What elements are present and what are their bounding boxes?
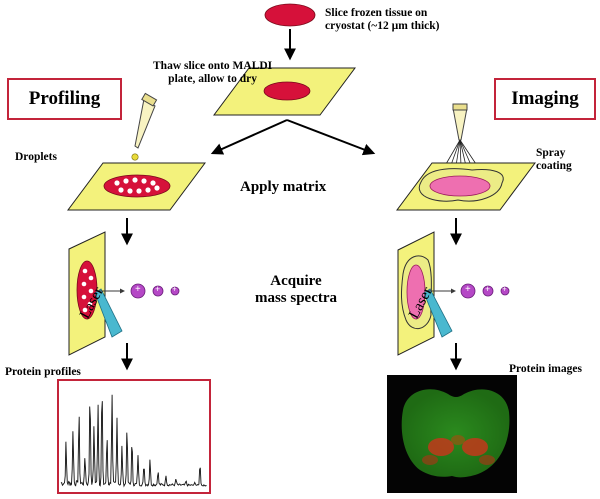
ion-plus-p2: + [155,284,161,294]
protein-profile-frame [57,379,211,494]
tissue-with-droplets [103,174,171,198]
ions-imaging [460,283,510,299]
imaging-title-box: Imaging [494,78,596,120]
ion-plus-i2: + [485,284,491,294]
profiling-title: Profiling [28,88,101,109]
thawed-tissue-on-plate [263,81,311,101]
mass-spectrum-trace [60,394,207,488]
apply-matrix-label: Apply matrix [240,179,327,195]
protein-profiles-label: Protein profiles [5,366,81,378]
ion-plus-p1: + [135,284,141,295]
pipette-icon [131,92,158,161]
arrow-to-profiling [210,119,288,155]
ion-plus-i1: + [465,284,471,295]
laser-beam-imaging [423,288,453,338]
protein-image-tissue [401,389,510,478]
ions-profiling [130,283,180,299]
droplets-label: Droplets [15,151,57,163]
spray-nozzle-icon [445,103,477,167]
laser-beam-profiling [94,288,123,338]
ion-plus-p3: + [172,285,177,294]
protein-images-label: Protein images [509,363,582,375]
imaging-title: Imaging [511,88,579,109]
tissue-vertical-droplets [76,260,98,320]
tissue-with-matrix-coating [418,168,504,202]
frozen-tissue-slice [264,3,316,27]
profiling-title-box: Profiling [7,78,122,120]
ion-plus-i3: + [502,285,507,294]
arrow-to-imaging [286,119,376,156]
